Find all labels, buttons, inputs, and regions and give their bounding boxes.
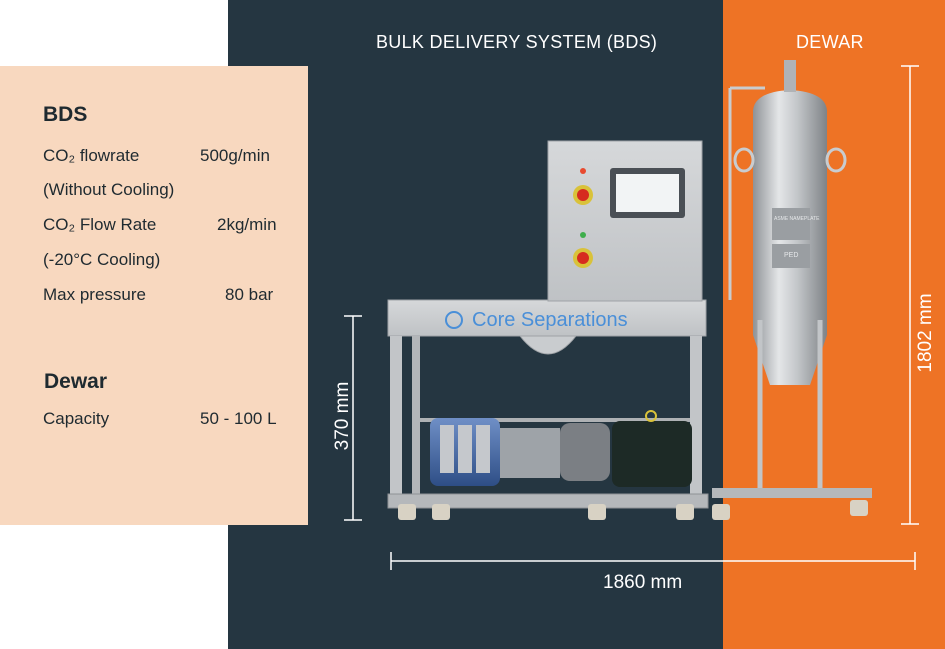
bds-header: BULK DELIVERY SYSTEM (BDS) bbox=[376, 32, 658, 52]
bds-height-label: 370 mm bbox=[332, 381, 353, 451]
spec-value: 2kg/min bbox=[217, 215, 277, 234]
brand-label: Core Separations bbox=[472, 309, 628, 331]
dimension-lines bbox=[344, 65, 919, 570]
dewar-vessel bbox=[712, 60, 872, 498]
pump-assembly bbox=[430, 410, 692, 487]
spec-label: Max pressure bbox=[43, 285, 146, 304]
spec-value: 500g/min bbox=[200, 146, 270, 165]
control-cabinet bbox=[547, 140, 703, 302]
total-width-label: 1860 mm bbox=[603, 572, 683, 593]
spec-label: (Without Cooling) bbox=[43, 180, 175, 199]
nameplate-label: ASME NAMEPLATE bbox=[774, 216, 820, 222]
spec-label: (-20°C Cooling) bbox=[43, 250, 161, 269]
dewar-spec-title: Dewar bbox=[44, 370, 108, 393]
spec-value: 80 bar bbox=[225, 285, 274, 304]
spec-label: CO₂ Flow Rate bbox=[43, 215, 157, 234]
spec-label: CO₂ flowrate bbox=[43, 146, 140, 165]
dewar-header: DEWAR bbox=[796, 32, 864, 52]
spec-value: 50 - 100 L bbox=[200, 409, 277, 428]
caster-wheels bbox=[398, 500, 868, 520]
spec-label: Capacity bbox=[43, 409, 110, 428]
dewar-height-label: 1802 mm bbox=[915, 293, 936, 373]
specs-panel bbox=[0, 66, 308, 525]
brand-logo-icon bbox=[445, 311, 463, 329]
bds-spec-title: BDS bbox=[43, 103, 88, 126]
ped-label: PED bbox=[784, 252, 799, 259]
bds-frame bbox=[387, 299, 709, 509]
